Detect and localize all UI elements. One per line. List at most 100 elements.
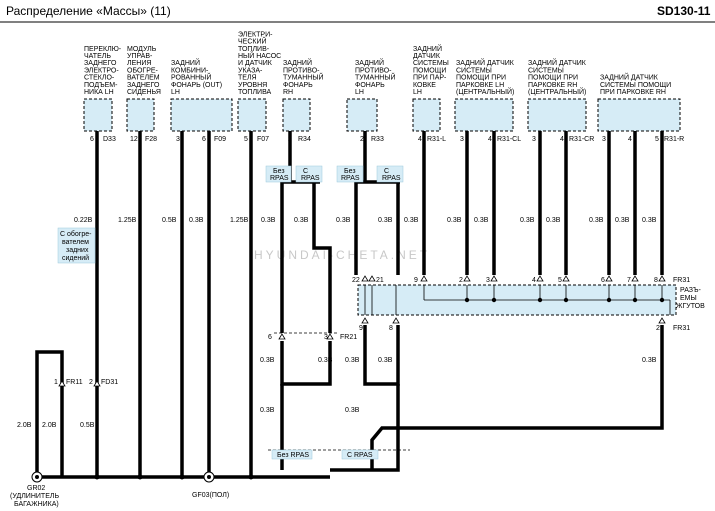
wire-label-sensor-6: 0.3B (589, 217, 604, 224)
wire-label-lower-1: 0.3B (260, 357, 275, 364)
pin-f09-b: 6 (202, 136, 206, 143)
ground-gr02-desc-2: БАГАЖНИКА) (14, 501, 59, 508)
harness-label-1: РАЗЪ- (680, 287, 702, 294)
fd31-label: FD31 (101, 379, 118, 386)
wire-fog-lower (363, 325, 400, 386)
wire-r34-lower (280, 341, 332, 386)
component-box-r31-r (597, 98, 681, 132)
fr21-pin-6: 6 (268, 334, 272, 341)
svg-text:RPAS: RPAS (270, 175, 289, 182)
wire-label-r33-b: 0.3B (378, 217, 393, 224)
fr21-pin-3: 3 (324, 334, 328, 341)
wire-label-sensor-5: 0.3B (546, 217, 561, 224)
fr31-label: FR31 (673, 277, 690, 284)
component-box-r31-l (412, 98, 441, 132)
fr31-pin-3: 3 (486, 277, 490, 284)
pin-r31-cr-b: 4 (560, 136, 564, 143)
page-title: Распределение «Массы» (11) (6, 4, 171, 18)
svg-text:С RPAS: С RPAS (347, 452, 373, 459)
harness-junction-dots (464, 297, 665, 303)
pin-r31-cl-b: 4 (488, 136, 492, 143)
svg-text:вателем: вателем (62, 239, 89, 246)
ground-junction-dots (94, 474, 254, 480)
connector-r34: R34 (298, 136, 311, 143)
harness-label-3: ЖГУТОВ (676, 303, 705, 310)
svg-text:С: С (303, 168, 308, 175)
wire-sensor-return (370, 325, 664, 470)
harness-wires-sensors (466, 285, 663, 300)
ground-gr02-label: GR02 (27, 485, 45, 492)
wire-gr02 (35, 350, 64, 477)
svg-text:С обогре-: С обогре- (60, 230, 92, 238)
fr31-lower-pin-2: 2 (656, 325, 660, 332)
component-box-f09 (170, 98, 233, 132)
pin-r31-cr-a: 3 (532, 136, 536, 143)
wire-label-gr-1: 2.0B (17, 422, 32, 429)
fr31-lower-pin-9: 9 (359, 325, 363, 332)
wire-label-f07: 1.25B (230, 217, 249, 224)
pin-r31-cl-a: 3 (460, 136, 464, 143)
tag-r33-without-rpas: Без RPAS (336, 165, 364, 183)
wire-label-lower-3: 0.3B (345, 357, 360, 364)
ground-gf03-label: GF03(ПОЛ) (192, 492, 229, 499)
connector-f09: F09 (214, 136, 226, 143)
fr31-pin-7: 7 (627, 277, 631, 284)
component-box-f28 (126, 98, 155, 132)
fr21-label: FR21 (340, 334, 357, 341)
svg-text:RPAS: RPAS (301, 175, 320, 182)
fr31-pin-4: 4 (532, 277, 536, 284)
svg-text:Без: Без (273, 168, 285, 175)
ground-symbol-gf03 (203, 471, 215, 483)
svg-text:задних: задних (66, 247, 89, 254)
wire-fog-lower-down (330, 384, 400, 472)
fr31-pin-8: 8 (654, 277, 658, 284)
wire-label-f09-a: 0.5B (162, 217, 177, 224)
tag-r33-with-rpas: С RPAS (376, 165, 404, 183)
wire-label-r33-a: 0.3B (336, 217, 351, 224)
fr11-label: FR11 (66, 379, 83, 386)
component-box-d33 (83, 98, 113, 132)
fr31-pin-5: 5 (558, 277, 562, 284)
component-box-r33 (346, 98, 378, 132)
fd31-pin: 2 (89, 379, 93, 386)
wire-label-sensor-4: 0.3B (520, 217, 535, 224)
diagram-code: SD130-11 (657, 4, 711, 18)
pin-r33: 2 (360, 136, 364, 143)
svg-text:RPAS: RPAS (341, 175, 360, 182)
fr31-lower-pin-8: 8 (389, 325, 393, 332)
connector-r31-cl: R31-CL (497, 136, 521, 143)
wire-label-f09-b: 0.3B (189, 217, 204, 224)
fr31-pin-21: 21 (376, 277, 384, 284)
component-box-r31-cl (454, 98, 514, 132)
pin-r31-r-a: 3 (602, 136, 606, 143)
wire-label-f28: 1.25B (118, 217, 137, 224)
connector-f28: F28 (145, 136, 157, 143)
connector-r31-l: R31-L (427, 136, 446, 143)
connector-f07: F07 (257, 136, 269, 143)
wire-label-lower-5: 0.3B (642, 357, 657, 364)
wire-label-r34-a: 0.3B (261, 217, 276, 224)
ground-gr02-desc-1: (УДЛИНИТЕЛЬ (10, 493, 59, 500)
tag-r34-without-rpas: Без RPAS (265, 165, 292, 183)
harness-label-2: ЕМЫ (680, 295, 697, 302)
pin-f28: 12 (130, 136, 138, 143)
wire-label-d33: 0.22B (74, 217, 93, 224)
wire-label-sensor-1: 0.3B (404, 217, 419, 224)
tag-r34-with-rpas: С RPAS (295, 165, 323, 183)
wire-label-sensor-8: 0.3B (642, 217, 657, 224)
pin-f09-a: 3 (176, 136, 180, 143)
wire-label-sensor-3: 0.3B (474, 217, 489, 224)
pin-markers (58, 275, 666, 387)
fr31-pin-2: 2 (459, 277, 463, 284)
svg-text:Без: Без (344, 168, 356, 175)
watermark: HYUNDAI-CHETA.NET (254, 248, 430, 262)
fr31-pin-9: 9 (414, 277, 418, 284)
